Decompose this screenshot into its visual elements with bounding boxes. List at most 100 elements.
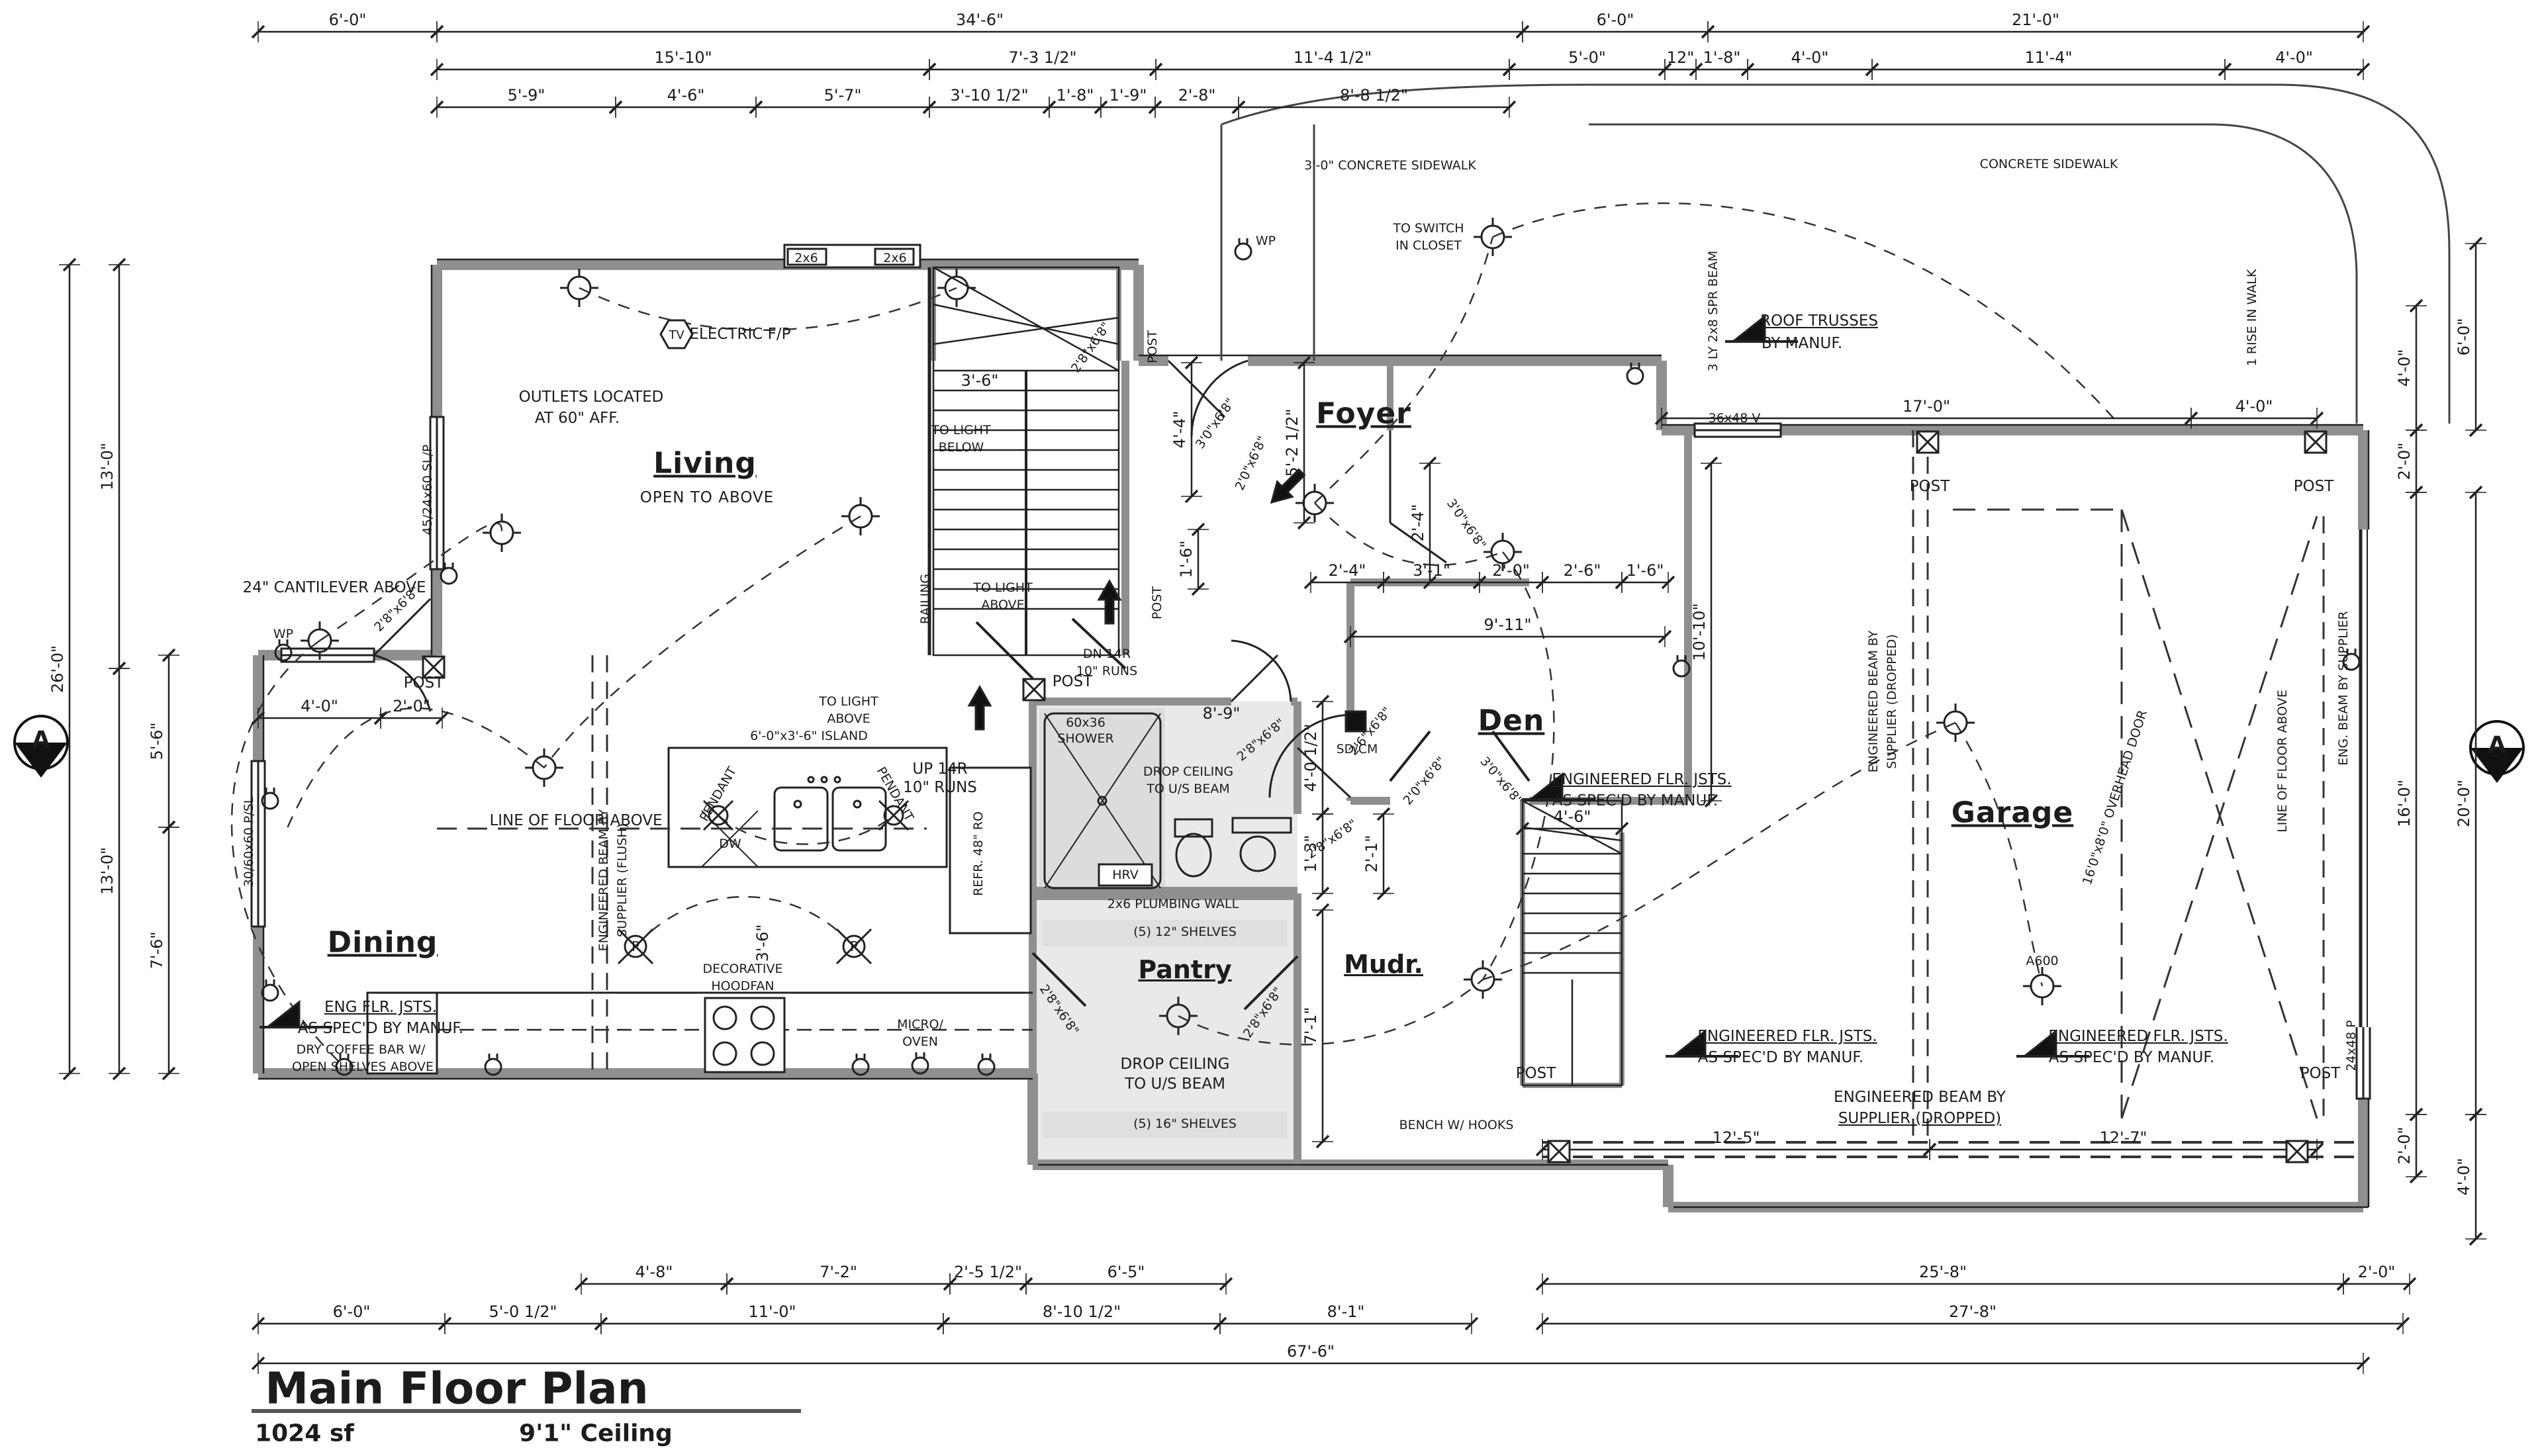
outlet-symbol xyxy=(261,788,279,810)
section-marker-right xyxy=(2469,720,2525,783)
note-cantilever: 24" CANTILEVER ABOVE xyxy=(242,579,426,596)
room-label-foyer: Foyer xyxy=(1316,396,1411,431)
dim-foyer-1-6v-label: 1'-6" xyxy=(1177,540,1196,578)
note-outlets-2: AT 60" AFF. xyxy=(534,410,620,427)
electrical-symbols: P P TV xyxy=(259,218,2361,1163)
dim-left-13-0b-label: 13'-0" xyxy=(98,846,117,895)
dashed-lines xyxy=(230,202,2363,1158)
dim-gar-12-5-label: 12'-5" xyxy=(1712,1128,1760,1147)
refrigerator xyxy=(949,766,1032,934)
note-coffee-2: OPEN SHELVES ABOVE xyxy=(292,1060,434,1074)
svg-text:TV: TV xyxy=(668,328,684,342)
outlet-symbol xyxy=(484,1054,502,1076)
dim-bot1-7-2-label: 7'-2" xyxy=(820,1263,857,1281)
note-refr: REFR. 48" RO xyxy=(971,811,986,896)
dim-top2-1-8-label: 1'-8" xyxy=(1703,48,1741,67)
note-post-gar-l: POST xyxy=(1909,478,1950,495)
dim-left-26-0 xyxy=(59,257,80,1081)
note-sprbeam: 3 LY 2x8 SPR BEAM xyxy=(1706,250,1720,372)
flag-symbol xyxy=(1666,1028,1738,1058)
light-symbol xyxy=(1464,960,1502,999)
note-shower-2: SHOWER xyxy=(1057,731,1114,746)
dim-top2-11-4b-label: 11'-4" xyxy=(2024,48,2073,67)
note-rise-walk: 1 RISE IN WALK xyxy=(2245,269,2259,367)
stairs-basement xyxy=(1521,799,1623,1087)
dim-top1-21-0 xyxy=(1701,21,2371,42)
dim-foyer-1-6-label: 1'-6" xyxy=(1626,561,1664,580)
dim-bot2-6-0-label: 6'-0" xyxy=(332,1302,371,1321)
dim-hall-7-1 xyxy=(1312,903,1333,1149)
toilet xyxy=(1174,818,1213,878)
dim-foyer-5-2 xyxy=(1294,355,1315,530)
section-marker-left xyxy=(13,715,69,778)
arrow-symbol xyxy=(1097,578,1122,625)
plight-symbol: P xyxy=(835,928,872,965)
arrow-symbol xyxy=(1270,468,1306,504)
note-dn14r-1: DN 14R xyxy=(1082,647,1131,661)
dim-top3-2-8-label: 2'-8" xyxy=(1178,86,1216,105)
postx-symbol xyxy=(2285,1140,2309,1163)
postx-symbol xyxy=(422,655,446,679)
postx-symbol xyxy=(1022,678,1046,702)
note-post-stair-bot: POST xyxy=(1150,586,1164,620)
range xyxy=(704,997,786,1073)
dim-hall-2-1-label: 2'-1" xyxy=(1362,835,1381,873)
postx-symbol xyxy=(1916,430,1940,454)
dim-bot2-8-1-label: 8'-1" xyxy=(1327,1302,1365,1321)
dim-den-9-11 xyxy=(1343,626,1672,647)
dim-top1-21-0-label: 21'-0" xyxy=(2011,11,2060,29)
dim-right-16-0-label: 16'-0" xyxy=(2395,779,2414,828)
note-shelves-12: (5) 12" SHELVES xyxy=(1133,925,1237,939)
note-island: 6'-0"x3'-6" ISLAND xyxy=(750,729,868,743)
dim-left-13-0b xyxy=(109,661,130,1081)
svg-text:P: P xyxy=(632,938,639,954)
coffee-bar xyxy=(366,991,438,1075)
hrv-box xyxy=(1098,863,1153,887)
note-tolight-below-2: BELOW xyxy=(938,440,984,455)
dim-left-13-0a-label: 13'-0" xyxy=(98,442,117,491)
note-dropceil-pantry-1: DROP CEILING xyxy=(1120,1056,1230,1073)
dim-den-2-4-label: 2'-4" xyxy=(1409,504,1427,542)
flag-symbol xyxy=(2016,1028,2089,1058)
dim-top3-5-9-label: 5'-9" xyxy=(507,86,545,105)
dim-hall-2-1 xyxy=(1373,807,1394,901)
outlet-symbol xyxy=(1234,238,1252,261)
dim-hall-7-1-label: 7'-1" xyxy=(1301,1007,1320,1045)
dim-top2-4-0b-label: 4'-0" xyxy=(2275,48,2313,67)
note-sidewalk: CONCRETE SIDEWALK xyxy=(1979,157,2118,171)
sd-symbol xyxy=(1344,710,1367,733)
dim-top2-7-3-label: 7'-3 1/2" xyxy=(1008,48,1077,67)
dim-hall-1-3-label: 1'-3" xyxy=(1301,835,1320,873)
dim-top3-3-10-label: 3'-10 1/2" xyxy=(950,86,1029,105)
note-toswitch-1: TO SWITCH xyxy=(1393,221,1464,236)
note-toswitch-2: IN CLOSET xyxy=(1395,238,1462,253)
room-label-den: Den xyxy=(1478,704,1545,738)
note-win-dining: 30/60x60 P/SL xyxy=(242,796,256,887)
note-beam-flush-2: SUPPLIER (FLUSH) xyxy=(615,823,630,937)
wiring-curves xyxy=(230,202,2119,1068)
dim-left-7-6 xyxy=(158,820,179,1081)
note-tolight-above2-1: TO LIGHT xyxy=(819,694,878,709)
note-fljsts-den-1: ENGINEERED FLR. JSTS. xyxy=(1552,771,1732,788)
outlet-symbol xyxy=(1626,363,1644,385)
dim-foyer-4-4 xyxy=(1181,355,1202,504)
note-shower-1: 60x36 xyxy=(1066,715,1106,730)
room-label-dining: Dining xyxy=(327,925,438,960)
outlet-symbol xyxy=(261,979,279,1002)
note-hrv: HRV xyxy=(1112,868,1139,882)
dim-nook-2-0-label: 2'-0" xyxy=(393,697,430,715)
dim-bot1-2-0-label: 2'-0" xyxy=(2357,1263,2396,1281)
light-symbol xyxy=(841,497,880,535)
dim-gar-10-10-label: 10'-10" xyxy=(1690,603,1709,661)
light-symbol xyxy=(937,269,976,307)
dim-foyer-2-4-label: 2'-4" xyxy=(1328,561,1366,580)
note-dn14r-2: 10" RUNS xyxy=(1076,664,1138,678)
dim-sidewalk-4-0 xyxy=(2184,408,2324,429)
dim-nook-2-0 xyxy=(373,707,449,729)
light-symbol xyxy=(301,621,339,660)
note-tolight-above2-2: ABOVE xyxy=(827,711,871,726)
dim-gar-12-7-label: 12'-7" xyxy=(2099,1128,2147,1147)
dim-foyer-1-6 xyxy=(1615,572,1675,593)
sheet-title: Main Floor Plan xyxy=(265,1363,649,1414)
note-electric-fp: ELECTRIC F/P xyxy=(689,326,791,343)
